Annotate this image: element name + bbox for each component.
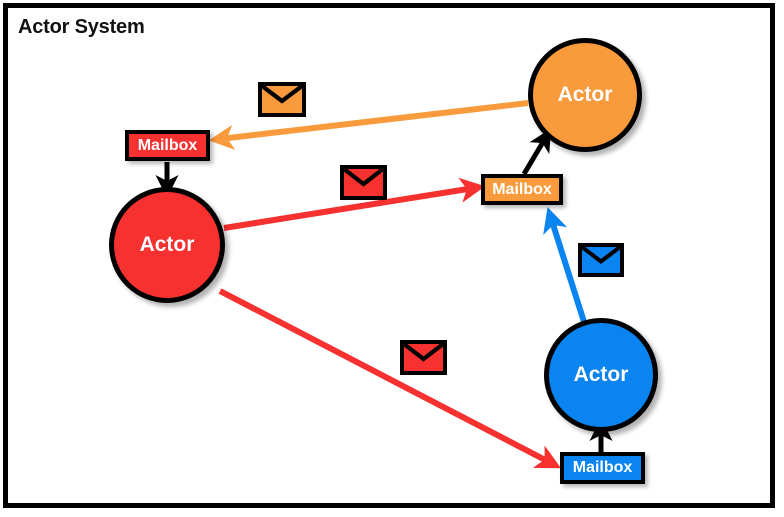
actor-label: Actor — [139, 233, 195, 256]
actor-label: Actor — [573, 363, 629, 386]
mailbox-label: Mailbox — [572, 459, 633, 476]
page-title: Actor System — [18, 16, 145, 38]
mailbox-blue[interactable]: Mailbox — [560, 452, 645, 484]
actor-red[interactable]: Actor — [109, 187, 225, 303]
mailbox-orange[interactable]: Mailbox — [481, 174, 563, 205]
envelope-icon — [400, 340, 447, 375]
mailbox-label: Mailbox — [492, 180, 552, 198]
envelope-icon — [578, 243, 624, 277]
envelope-icon — [258, 82, 306, 117]
mailbox-label: Mailbox — [137, 136, 198, 154]
mailbox-red[interactable]: Mailbox — [125, 130, 210, 161]
actor-orange[interactable]: Actor — [528, 38, 642, 152]
actor-blue[interactable]: Actor — [544, 318, 658, 432]
envelope-icon — [340, 165, 387, 200]
actor-label: Actor — [557, 83, 613, 106]
